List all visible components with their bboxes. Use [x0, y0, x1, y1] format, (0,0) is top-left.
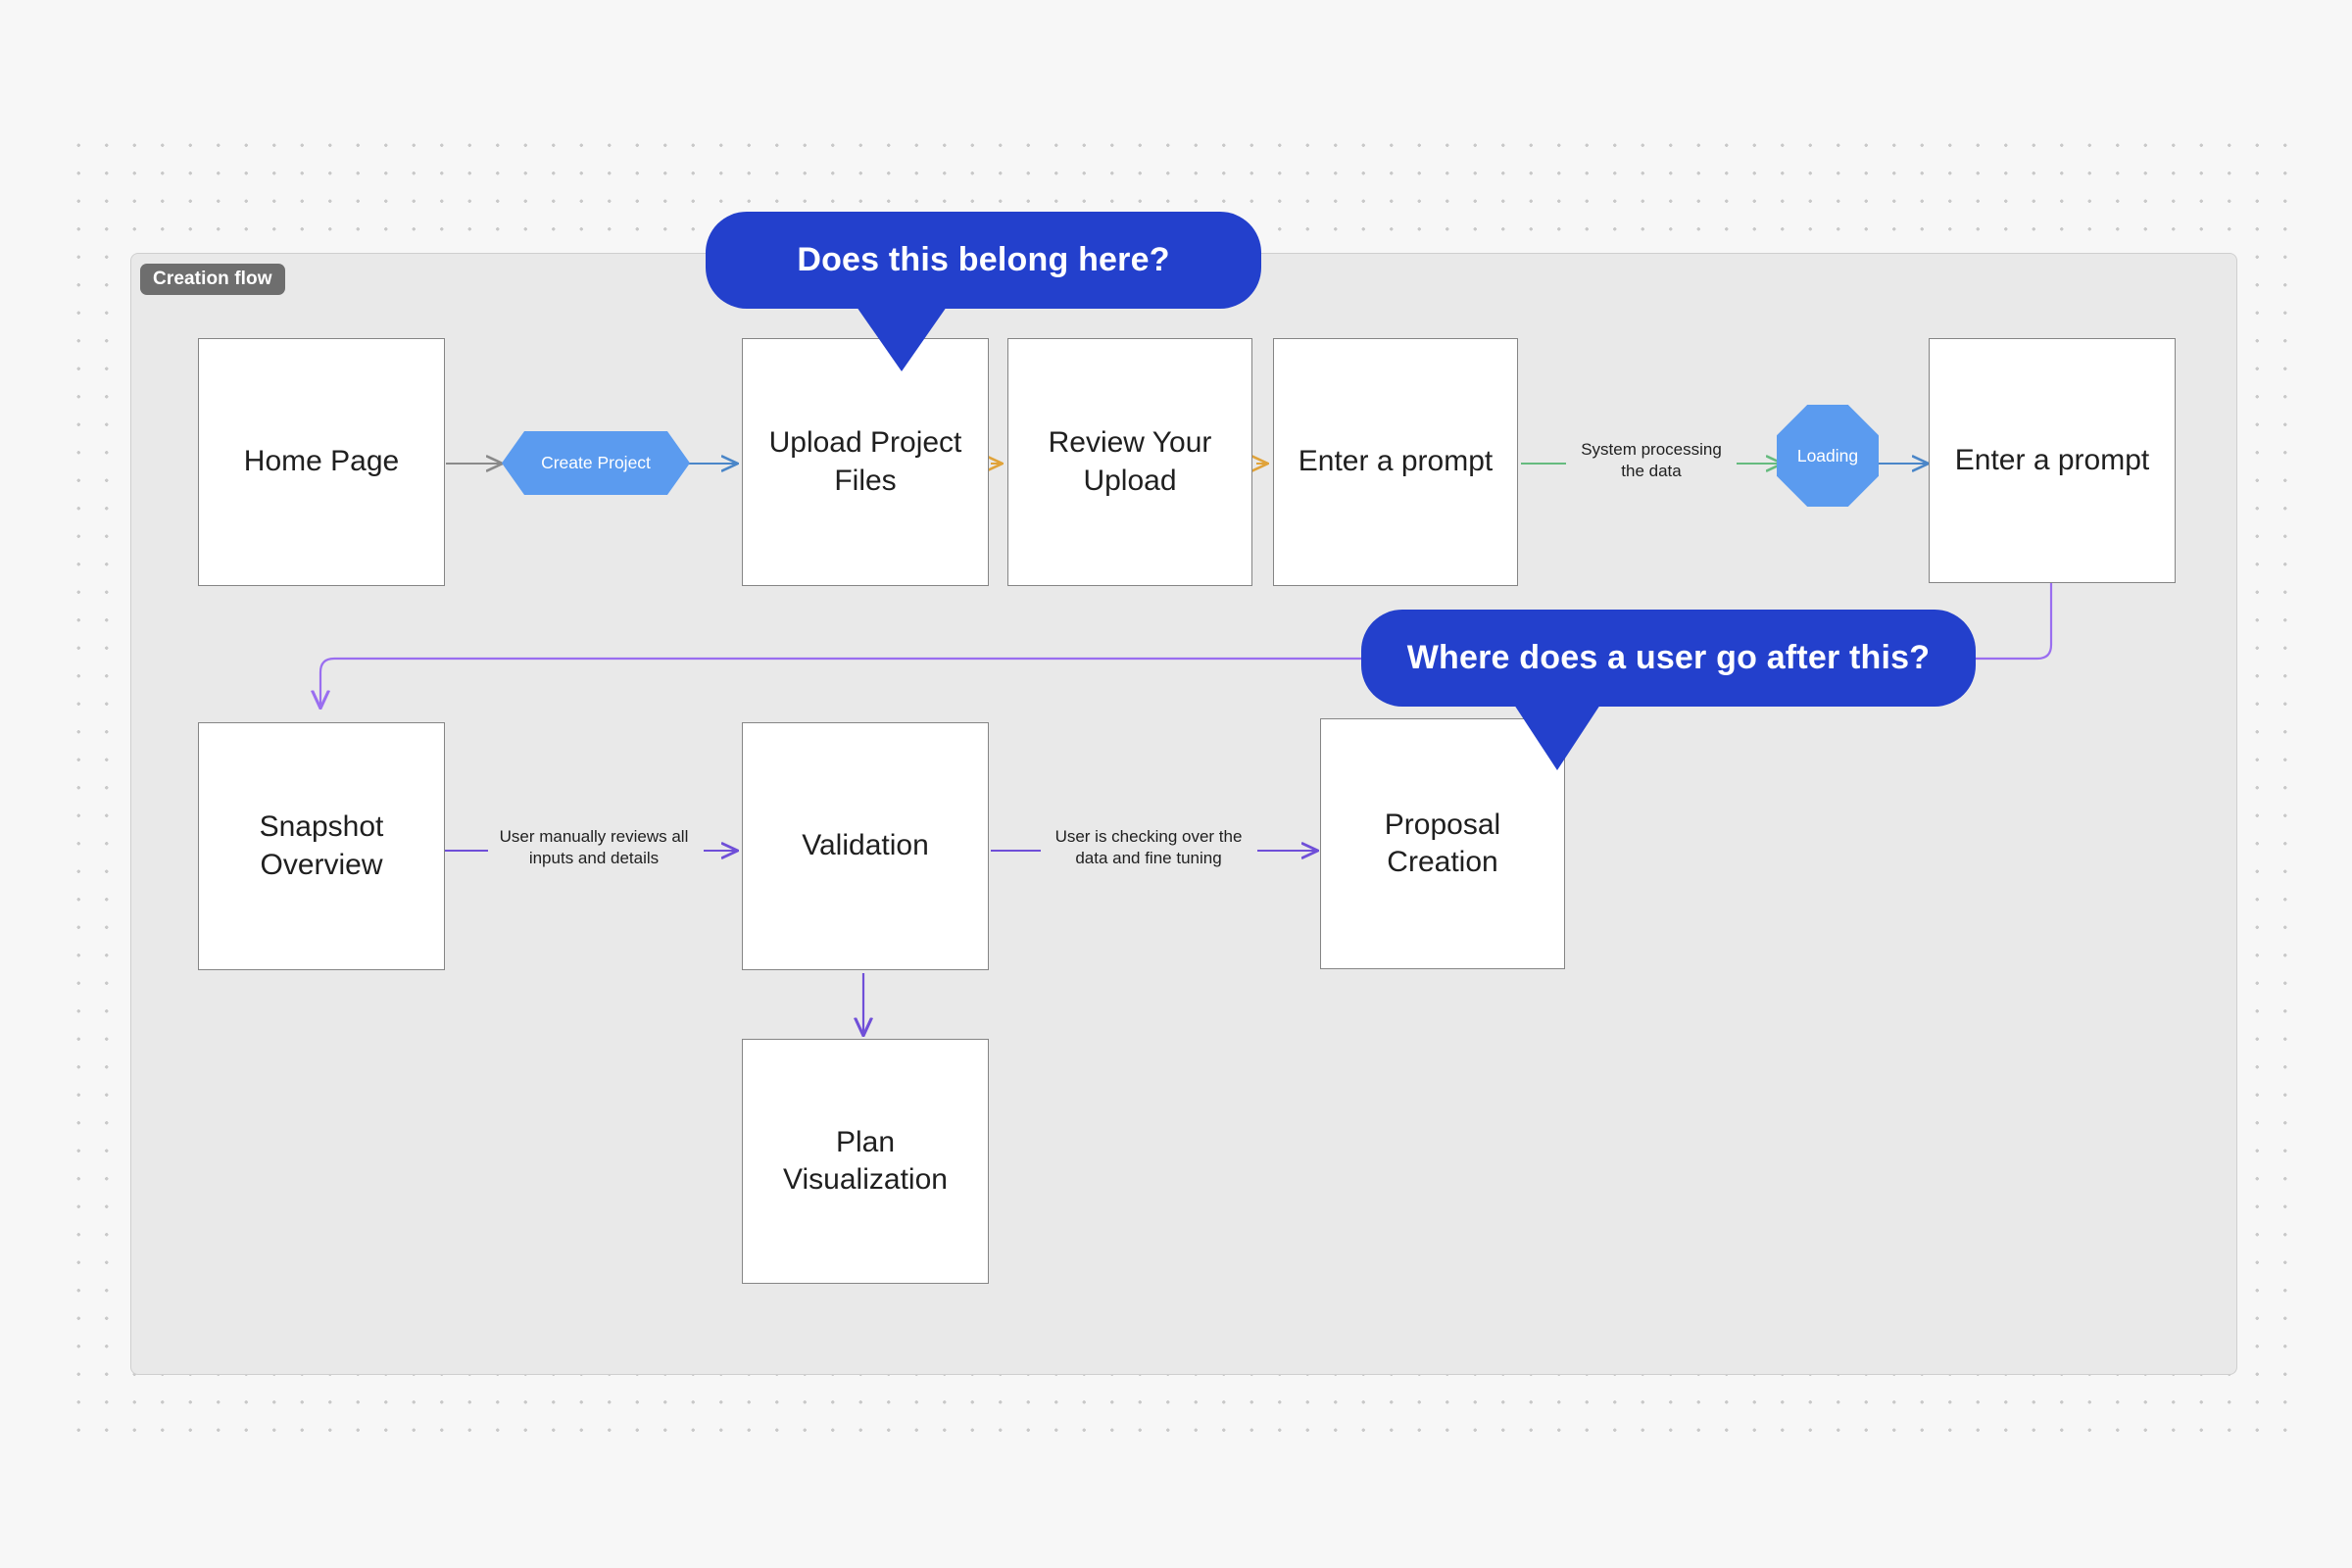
node-enter-a-prompt-2[interactable]: Enter a prompt: [1929, 338, 2176, 583]
callout-where-does-user-go-text: Where does a user go after this?: [1406, 639, 1931, 676]
node-upload-project-files[interactable]: Upload Project Files: [742, 338, 989, 586]
node-create-project-label: Create Project: [541, 453, 651, 472]
node-review-your-upload-label: Review Your Upload: [1048, 426, 1212, 497]
node-proposal-creation-label: Proposal Creation: [1384, 808, 1501, 878]
node-snapshot-overview-label: Snapshot Overview: [259, 810, 384, 881]
node-snapshot-overview[interactable]: Snapshot Overview: [198, 722, 445, 970]
node-plan-visualization[interactable]: Plan Visualization: [742, 1039, 989, 1284]
callout-does-this-belong-here[interactable]: Does this belong here?: [706, 212, 1261, 309]
node-enter-a-prompt-1[interactable]: Enter a prompt: [1273, 338, 1518, 586]
callout-tail-1: [857, 307, 947, 371]
node-upload-project-files-label: Upload Project Files: [768, 426, 962, 497]
node-validation-label: Validation: [802, 829, 929, 862]
node-home-page-label: Home Page: [243, 445, 400, 478]
edge-label-user-manually-reviews: User manually reviews all inputs and det…: [499, 827, 689, 868]
node-review-your-upload[interactable]: Review Your Upload: [1007, 338, 1252, 586]
node-plan-visualization-label: Plan Visualization: [783, 1125, 948, 1196]
edge-label-system-processing: System processing the data: [1581, 440, 1722, 481]
panel-title-badge: Creation flow: [140, 264, 285, 295]
callout-tail-2: [1514, 705, 1600, 770]
node-validation[interactable]: Validation: [742, 722, 989, 970]
node-enter-a-prompt-2-label: Enter a prompt: [1954, 443, 2150, 476]
node-loading[interactable]: Loading: [1777, 405, 1879, 507]
node-loading-label: Loading: [1796, 445, 1859, 466]
node-home-page[interactable]: Home Page: [198, 338, 445, 586]
callout-where-does-user-go[interactable]: Where does a user go after this?: [1361, 610, 1976, 707]
node-enter-a-prompt-1-label: Enter a prompt: [1298, 445, 1494, 478]
node-create-project[interactable]: Create Project: [502, 431, 690, 495]
edge-label-user-is-checking: User is checking over the data and fine …: [1054, 827, 1243, 868]
callout-does-this-belong-here-text: Does this belong here?: [797, 241, 1170, 278]
